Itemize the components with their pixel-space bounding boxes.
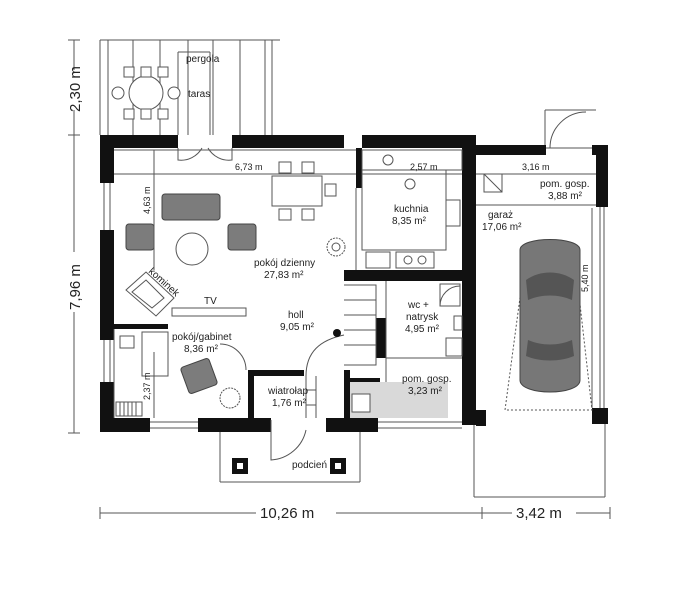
terrace-door — [177, 147, 233, 161]
room-area-holl: 9,05 m² — [280, 322, 315, 333]
office-furniture — [115, 331, 247, 417]
dim-total-depth: 7,96 m — [67, 264, 84, 310]
dim-office-depth: 2,37 m — [142, 372, 152, 400]
room-name-pergola: pergola — [186, 54, 220, 65]
sofa-set — [125, 193, 257, 266]
room-area-wiatrolap: 1,76 m² — [272, 398, 307, 409]
room-name-holl: holl — [288, 310, 304, 321]
stairs — [305, 284, 377, 418]
room-name-natrysk: natrysk — [406, 312, 439, 323]
dim-garage-depth: 5,40 m — [580, 264, 590, 292]
room-name-podcien: podcień — [292, 460, 327, 471]
label-tv: TV — [204, 296, 217, 307]
room-area-garaz: 17,06 m² — [482, 222, 522, 233]
room-name-taras: taras — [188, 89, 210, 100]
room-name-pom-gosp-small: pom. gosp. — [402, 374, 451, 385]
garage-outline — [473, 109, 606, 498]
fireplace — [125, 271, 175, 317]
room-name-pom-gosp-garage: pom. gosp. — [540, 179, 589, 190]
dim-living-depth: 4,63 m — [142, 186, 152, 214]
windows — [103, 147, 605, 429]
room-name-kuchnia: kuchnia — [394, 204, 429, 215]
room-area-pokoj-dzienny: 27,83 m² — [264, 270, 304, 281]
room-name-wc: wc + — [407, 300, 429, 311]
utility-box — [351, 393, 371, 413]
dining-table — [271, 161, 337, 221]
room-area-wc: 4,95 m² — [405, 324, 440, 335]
dim-total-width: 10,26 m — [260, 505, 314, 522]
room-area-kuchnia: 8,35 m² — [392, 216, 427, 227]
walls — [100, 135, 608, 432]
room-area-pom-gosp-garage: 3,88 m² — [548, 191, 583, 202]
tv-cabinet — [171, 307, 247, 317]
interior-dimension-lines — [114, 150, 596, 418]
dim-kitchen-width: 2,57 m — [410, 162, 438, 172]
room-name-wiatrolap: wiatrołap — [267, 386, 308, 397]
entrance-porch — [219, 420, 361, 483]
living-plant — [326, 237, 346, 257]
room-name-garaz: garaż — [488, 210, 513, 221]
room-name-pokoj-gabinet: pokój/gabinet — [172, 332, 232, 343]
terrace-table — [111, 66, 181, 120]
dim-garage-total-width: 3,42 m — [516, 505, 562, 522]
dim-living-width: 6,73 m — [235, 162, 263, 172]
dim-garage-pom-width: 3,16 m — [522, 162, 550, 172]
dim-terrace-depth: 2,30 m — [67, 66, 84, 112]
room-area-pom-gosp-small: 3,23 m² — [408, 386, 443, 397]
car — [504, 239, 593, 411]
bathroom-fixtures — [439, 283, 463, 357]
kitchen-furniture — [361, 149, 463, 269]
room-area-pokoj-gabinet: 8,36 m² — [184, 344, 219, 355]
room-name-pokoj-dzienny: pokój dzienny — [254, 258, 315, 269]
garage-pom-box — [483, 173, 503, 193]
